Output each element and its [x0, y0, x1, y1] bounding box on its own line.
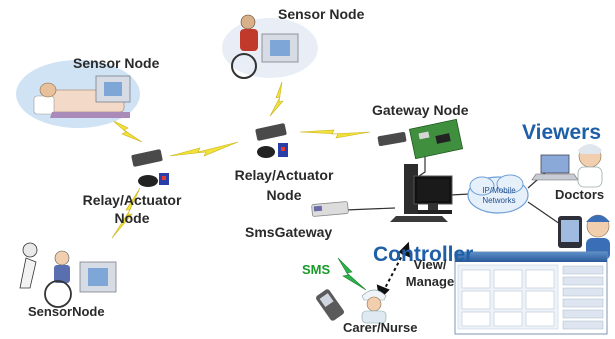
cable-smsgateway-to-controller [344, 207, 396, 211]
doctor-icon-laptop [531, 144, 603, 188]
label-view-manage: View/ Manage [402, 256, 458, 290]
sms-link-bolt [337, 257, 367, 291]
management-system-screenshot [454, 251, 608, 335]
cable-network-to-doctor-tablet [527, 201, 561, 225]
label-relay-left-line1: Relay/Actuator [82, 192, 182, 208]
label-relay-actuator-center: Relay/Actuator Node [210, 165, 358, 205]
relay-device-icon-center [255, 123, 288, 158]
network-cloud-icon [467, 174, 529, 214]
view-manage-arrow [376, 241, 411, 301]
link-wheelchair-top-to-relay-center [269, 81, 284, 117]
patient-in-wheelchair-icon-bottom [19, 242, 117, 308]
label-network-line2: Networks [482, 196, 516, 205]
link-bed-to-relay-left [111, 119, 143, 143]
zigbee-links [111, 81, 371, 239]
label-sensor-node-left: Sensor Node [73, 55, 160, 71]
link-relay-center-to-gateway [299, 129, 371, 139]
label-network-line1: IP/Mobile [482, 186, 516, 195]
sms-gateway-modem-icon [311, 201, 349, 217]
label-network: IP/Mobile Networks [476, 186, 522, 206]
label-view-manage-line2: Manage [405, 274, 455, 289]
label-sms: SMS [302, 262, 331, 277]
label-relay-center-line1: Relay/Actuator [234, 167, 334, 183]
label-controller: Controller [373, 243, 474, 266]
patient-in-bed-icon [16, 60, 140, 128]
label-relay-center-line2: Node [266, 187, 302, 203]
label-doctors: Doctors [555, 187, 605, 202]
label-view-manage-line1: View/ [413, 257, 447, 272]
gateway-board-icon [377, 118, 464, 160]
relay-device-icon-left [131, 149, 169, 187]
label-relay-left-line2: Node [114, 210, 150, 226]
link-relay-left-to-relay-center [169, 141, 239, 157]
label-sensor-node-top: Sensor Node [278, 6, 365, 22]
link-relay-left-to-sensor-bottom [111, 187, 141, 239]
cable-controller-to-network [449, 193, 471, 196]
label-gateway-node: Gateway Node [372, 102, 469, 118]
patient-in-wheelchair-icon [222, 14, 318, 79]
label-sms-gateway: SmsGateway [245, 224, 333, 240]
label-sensor-node-bottom: SensorNode [28, 304, 105, 319]
mobile-phone-icon [316, 289, 344, 321]
label-viewers: Viewers [522, 121, 602, 144]
label-relay-actuator-left: Relay/Actuator Node [58, 191, 206, 227]
nurse-icon [361, 289, 387, 324]
label-carer-nurse: Carer/Nurse [343, 320, 418, 335]
desktop-computer-icon [390, 164, 453, 222]
